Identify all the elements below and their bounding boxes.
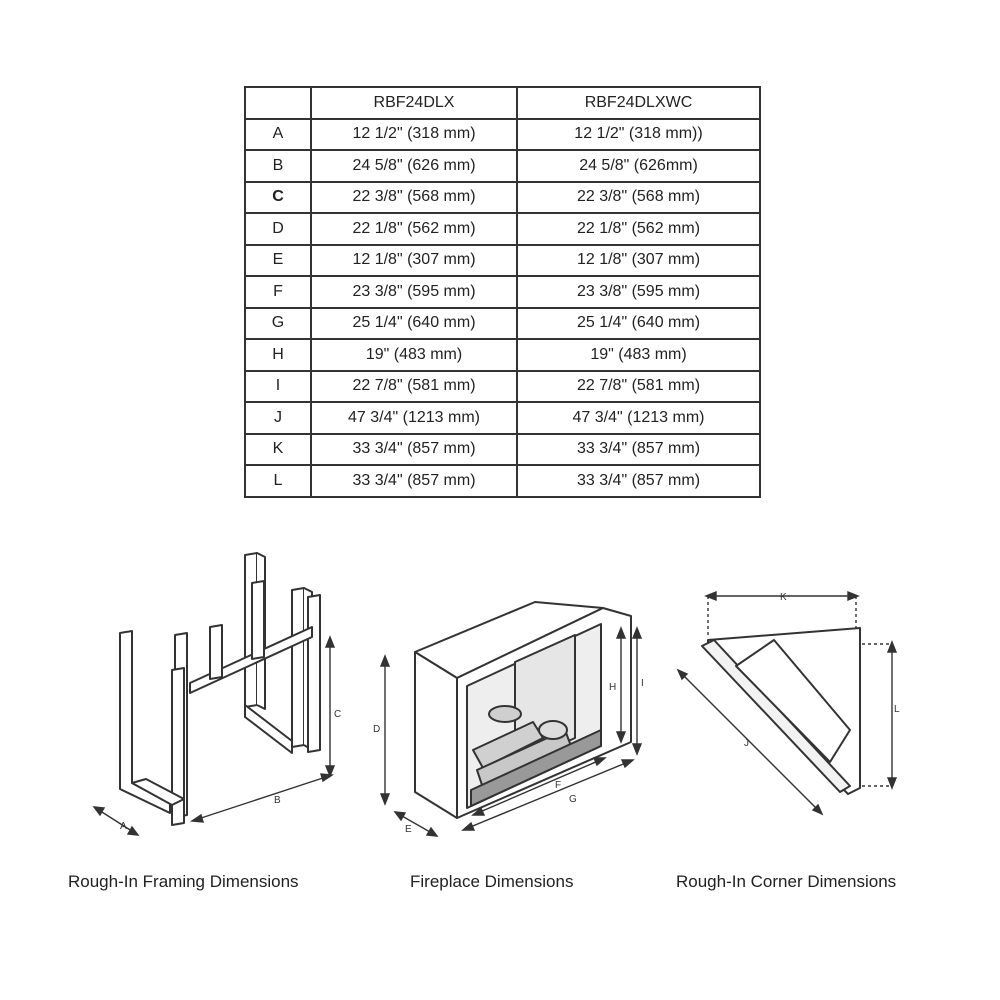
- cell-rbf24dlxwc: 12 1/2" (318 mm)): [516, 117, 761, 151]
- cell-rbf24dlx: 22 1/8" (562 mm): [310, 212, 518, 246]
- cell-rbf24dlxwc: 47 3/4" (1213 mm): [516, 401, 761, 435]
- fireplace-diagram: D E F G H I: [373, 601, 644, 837]
- label-i: I: [641, 678, 644, 689]
- cell-rbf24dlxwc: 19" (483 mm): [516, 338, 761, 372]
- cell-rbf24dlxwc: 22 1/8" (562 mm): [516, 212, 761, 246]
- row-key: A: [244, 117, 312, 151]
- label-j: J: [744, 738, 749, 749]
- corner-caption: Rough-In Corner Dimensions: [676, 872, 897, 891]
- cell-rbf24dlx: 33 3/4" (857 mm): [310, 432, 518, 466]
- header-key: [244, 86, 312, 120]
- cell-rbf24dlxwc: 22 7/8" (581 mm): [516, 369, 761, 403]
- label-g: G: [569, 794, 577, 805]
- cell-rbf24dlxwc: 33 3/4" (857 mm): [516, 464, 761, 498]
- cell-rbf24dlx: 24 5/8" (626 mm): [310, 149, 518, 183]
- row-key: C: [244, 180, 312, 214]
- cell-rbf24dlx: 12 1/8" (307 mm): [310, 243, 518, 277]
- label-d: D: [373, 724, 380, 735]
- header-rbf24dlxwc: RBF24DLXWC: [516, 86, 761, 120]
- cell-rbf24dlx: 19" (483 mm): [310, 338, 518, 372]
- corner-diagram: K L J: [676, 590, 900, 816]
- label-e: E: [405, 824, 412, 835]
- cell-rbf24dlxwc: 25 1/4" (640 mm): [516, 306, 761, 340]
- header-rbf24dlx: RBF24DLX: [310, 86, 518, 120]
- cell-rbf24dlx: 22 3/8" (568 mm): [310, 180, 518, 214]
- label-a: A: [120, 821, 127, 832]
- cell-rbf24dlxwc: 24 5/8" (626mm): [516, 149, 761, 183]
- row-key: I: [244, 369, 312, 403]
- row-key: H: [244, 338, 312, 372]
- cell-rbf24dlx: 12 1/2" (318 mm): [310, 117, 518, 151]
- cell-rbf24dlxwc: 12 1/8" (307 mm): [516, 243, 761, 277]
- framing-diagram: A B C: [92, 552, 341, 836]
- row-key: E: [244, 243, 312, 277]
- label-k: K: [780, 592, 787, 603]
- cell-rbf24dlx: 22 7/8" (581 mm): [310, 369, 518, 403]
- label-b: B: [274, 795, 281, 806]
- label-c: C: [334, 709, 341, 720]
- cell-rbf24dlx: 25 1/4" (640 mm): [310, 306, 518, 340]
- cell-rbf24dlx: 47 3/4" (1213 mm): [310, 401, 518, 435]
- row-key: B: [244, 149, 312, 183]
- cell-rbf24dlxwc: 23 3/8" (595 mm): [516, 275, 761, 309]
- table-header-row: RBF24DLX RBF24DLXWC: [244, 86, 761, 120]
- row-key: K: [244, 432, 312, 466]
- fireplace-caption: Fireplace Dimensions: [410, 872, 574, 891]
- label-f: F: [555, 780, 561, 791]
- row-key: J: [244, 401, 312, 435]
- cell-rbf24dlx: 33 3/4" (857 mm): [310, 464, 518, 498]
- label-l: L: [894, 704, 900, 715]
- label-h: H: [609, 682, 616, 693]
- cell-rbf24dlxwc: 22 3/8" (568 mm): [516, 180, 761, 214]
- row-key: L: [244, 464, 312, 498]
- row-key: G: [244, 306, 312, 340]
- cell-rbf24dlxwc: 33 3/4" (857 mm): [516, 432, 761, 466]
- cell-rbf24dlx: 23 3/8" (595 mm): [310, 275, 518, 309]
- row-key: F: [244, 275, 312, 309]
- framing-caption: Rough-In Framing Dimensions: [68, 872, 299, 891]
- row-key: D: [244, 212, 312, 246]
